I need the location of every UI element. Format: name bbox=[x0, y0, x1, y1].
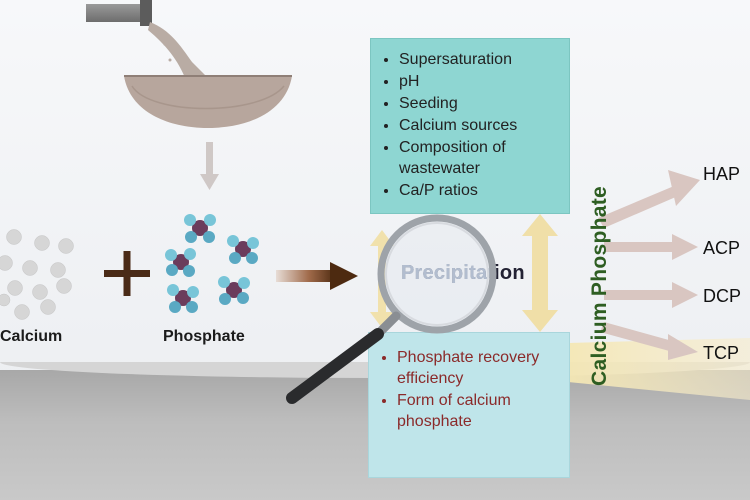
factor-wastewater-composition: Composition of wastewater bbox=[399, 137, 569, 179]
factors-box: Supersaturation pH Seeding Calcium sourc… bbox=[370, 38, 570, 214]
outcome-calcium-phosphate-form: Form of calcium phosphate bbox=[397, 390, 569, 432]
plus-icon bbox=[104, 251, 150, 296]
double-arrow-right-icon bbox=[522, 214, 558, 332]
arrow-to-hap-icon bbox=[598, 170, 700, 228]
arrow-to-dcp-icon bbox=[604, 282, 698, 308]
sludge-stream-icon bbox=[148, 22, 206, 80]
factor-calcium-sources: Calcium sources bbox=[399, 115, 569, 136]
down-arrow-icon bbox=[200, 142, 219, 190]
outcome-recovery-efficiency: Phosphate recovery efficiency bbox=[397, 347, 569, 389]
outcomes-box: Phosphate recovery efficiency Form of ca… bbox=[368, 332, 570, 478]
product-hap: HAP bbox=[703, 164, 741, 184]
calcium-particles-icon bbox=[0, 229, 74, 320]
double-arrow-left-icon bbox=[370, 230, 394, 328]
factor-ca-p-ratios: Ca/P ratios bbox=[399, 180, 569, 201]
product-beam bbox=[568, 338, 750, 400]
factors-list: Supersaturation pH Seeding Calcium sourc… bbox=[371, 49, 569, 201]
sludge-pipe-icon bbox=[86, 0, 152, 26]
arrow-to-tcp-icon bbox=[600, 322, 698, 360]
outcomes-list: Phosphate recovery efficiency Form of ca… bbox=[369, 347, 569, 432]
product-acp: ACP bbox=[703, 238, 741, 258]
factor-seeding: Seeding bbox=[399, 93, 569, 114]
sludge-bowl-icon bbox=[124, 75, 292, 128]
factor-supersaturation: Supersaturation bbox=[399, 49, 569, 70]
product-dcp: DCP bbox=[703, 286, 742, 306]
arrow-to-acp-icon bbox=[604, 234, 698, 260]
phosphate-molecules-icon bbox=[165, 214, 259, 313]
flow-arrow-icon bbox=[276, 262, 358, 290]
phosphate-label: Phosphate bbox=[163, 328, 245, 345]
calcium-label: Calcium bbox=[0, 328, 63, 345]
product-tcp: TCP bbox=[703, 343, 739, 363]
calcium-phosphate-vertical-label: Calcium Phosphate bbox=[588, 186, 611, 386]
factor-ph: pH bbox=[399, 71, 569, 92]
product-arrows bbox=[598, 170, 700, 360]
